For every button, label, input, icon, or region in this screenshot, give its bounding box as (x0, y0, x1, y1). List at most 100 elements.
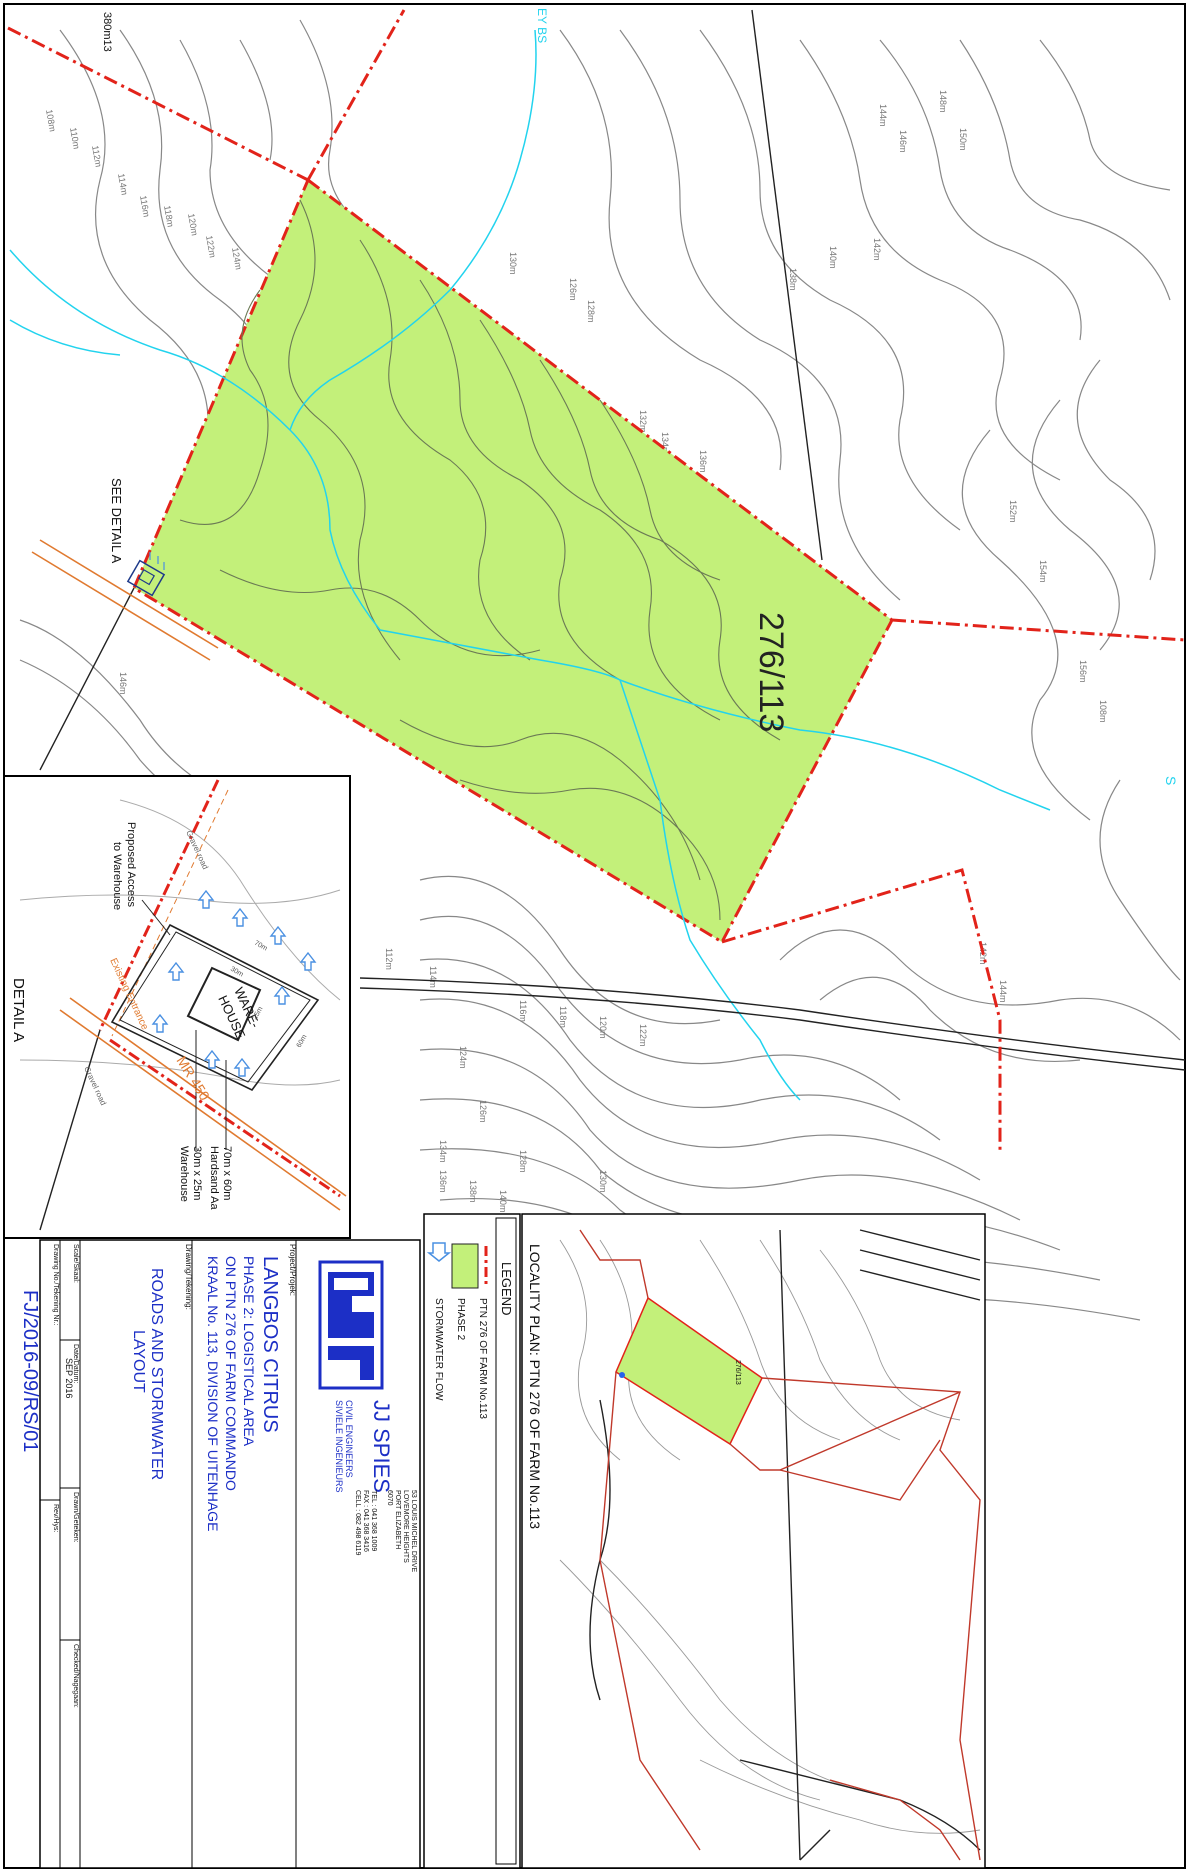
stormwater-arrow-icon (299, 951, 317, 971)
locality-plan-panel (521, 1213, 986, 1869)
legend-item-boundary: PTN 276 OF FARM No.113 (477, 1298, 488, 1419)
contour-label: 120m (598, 1016, 608, 1039)
stormwater-arrow-icon (203, 1049, 221, 1069)
main-road (31, 539, 219, 661)
warehouse-size-label-2: Warehouse (178, 1146, 190, 1202)
phase-2-parcel (132, 177, 894, 945)
contour-label: 156m (1078, 660, 1088, 683)
contour-label: 134m (660, 432, 670, 455)
stormwater-arrow-icon (167, 961, 185, 981)
drawing-line-1: ROADS AND STORMWATER (148, 1268, 165, 1480)
parcel-contours (179, 199, 781, 921)
corner-note: 380m13 (101, 12, 113, 52)
contour-lines (19, 19, 1181, 1321)
contour-label: 138m (788, 268, 798, 291)
stormwater-streams (9, 29, 1051, 1101)
stormwater-arrow-icon (273, 985, 291, 1005)
contour-label: 134m (438, 1140, 448, 1163)
rev-label: Rev/Hys: (52, 1504, 59, 1532)
contour-label: 126m (568, 278, 578, 301)
contour-label: 122m (638, 1024, 648, 1047)
contour-label: 126m (478, 1100, 488, 1123)
contour-label: 136m (698, 450, 708, 473)
svg-text:PORT ELIZABETH: PORT ELIZABETH (394, 1490, 401, 1549)
contour-label: 132m (638, 410, 648, 433)
see-detail-label: SEE DETAIL A (109, 478, 124, 564)
contour-label: 116m (138, 195, 152, 218)
svg-text:6070: 6070 (386, 1490, 393, 1506)
stormwater-arrow-icon (269, 925, 287, 945)
company-sub-1: CIVIL ENGINEERS (344, 1400, 354, 1478)
date-label: Date/Datum: (72, 1344, 79, 1383)
contour-labels: 108m 110m 112m 114m 116m 118m 120m 122m 124m 126m… (44, 90, 1108, 1243)
company-name: JJ SPIES (369, 1400, 394, 1493)
hardstand-label-2: Hardsand Aa (208, 1146, 220, 1210)
stream-label-top: EY BS (535, 8, 549, 43)
contour-label: 142m (872, 238, 882, 261)
project-label: Project/Projek: (288, 1244, 297, 1296)
project-line-2: PHASE 2: LOGISTICAL AREA (241, 1256, 257, 1447)
contour-label: 112m (384, 948, 394, 970)
contour-label: 108m (44, 109, 58, 133)
warehouse-size-label-1: 30m x 25m (191, 1146, 203, 1200)
contour-label: 130m (598, 1170, 608, 1193)
contour-label: 128m (586, 300, 596, 323)
to-warehouse-label: to Warehouse (111, 842, 123, 910)
project-line-1: LANGBOS CITRUS (259, 1256, 281, 1433)
legend-title: LEGEND (499, 1262, 514, 1315)
drawn-label: Drawn/Geteken: (72, 1492, 79, 1543)
legend-item-stormwater: STORMWATER FLOW (433, 1298, 444, 1401)
checked-label: Checked/Nagegaan: (72, 1644, 79, 1708)
locality-parcel-label: 276/113 (734, 1360, 741, 1385)
farm-boundary (7, 9, 1186, 1150)
contour-label: 116m (518, 1000, 528, 1022)
stream-label-right: S (1163, 776, 1179, 785)
svg-text:TEL : 041 368 1009: TEL : 041 368 1009 (370, 1490, 377, 1551)
proposed-access-label: Proposed Access (125, 822, 137, 907)
contour-label: 114m (116, 173, 130, 196)
drawing-label: Drawing/Tekening: (184, 1244, 193, 1310)
stormwater-arrow-icon (231, 907, 249, 927)
drawing-no-label: Drawing No./Tekening Nr.: (52, 1244, 59, 1325)
contour-label: 114m (428, 966, 438, 988)
contour-label: 122m (204, 235, 218, 259)
drawing-line-2: LAYOUT (130, 1330, 147, 1393)
hardstand-label-1: 70m x 60m (221, 1146, 233, 1200)
stormwater-arrow-icon (197, 889, 215, 909)
scale-label: Scale/Skaal: (72, 1244, 79, 1283)
title-block (39, 1239, 421, 1869)
contour-label: 140m (498, 1190, 508, 1213)
contour-label: 124m (230, 247, 244, 271)
contour-label: 152m (1008, 500, 1018, 523)
contour-label: 144m (878, 104, 888, 127)
company-sub-2: SIVIELE INGENIEURS (334, 1400, 344, 1493)
property-lines (39, 9, 1186, 1071)
contour-label: 120m (186, 213, 200, 237)
contour-label: 118m (162, 205, 176, 228)
contour-label: 124m (458, 1046, 468, 1069)
stormwater-arrow-icon (151, 1013, 169, 1033)
legend-panel (423, 1213, 521, 1869)
contour-label: 136m (438, 1170, 448, 1193)
legend-item-phase2: PHASE 2 (455, 1298, 466, 1341)
contour-label: 144m (998, 980, 1008, 1003)
contour-label: 148m (938, 90, 948, 113)
stormwater-arrow-icon (233, 1057, 251, 1077)
svg-text:53 LOUIS MICHEL DRIVE: 53 LOUIS MICHEL DRIVE (410, 1490, 417, 1573)
svg-text:CELL : 082 498 6119: CELL : 082 498 6119 (354, 1490, 361, 1555)
contour-label: 130m (508, 252, 518, 275)
detail-a-panel (3, 775, 351, 1239)
svg-text:FAX : 041 368 3416: FAX : 041 368 3416 (362, 1490, 369, 1552)
date-value: SEP 2016 (64, 1358, 74, 1398)
contour-label: 138m (468, 1180, 478, 1203)
contour-label: 112m (90, 145, 104, 168)
contour-label: 108m (1098, 700, 1108, 723)
svg-text:LOVEMORE HEIGHTS: LOVEMORE HEIGHTS (402, 1490, 409, 1563)
contour-label: 110m (68, 127, 82, 150)
company-address: 53 LOUIS MICHEL DRIVE LOVEMORE HEIGHTS P… (354, 1490, 417, 1573)
contour-label: 146m (118, 672, 128, 695)
drawing-number: FJ/2016-09/RS/01 (19, 1290, 41, 1452)
stormwater-arrows (151, 889, 317, 1077)
contour-label: 140m (828, 246, 838, 269)
project-line-3: ON PTN 276 OF FARM COMMANDO (223, 1256, 239, 1491)
